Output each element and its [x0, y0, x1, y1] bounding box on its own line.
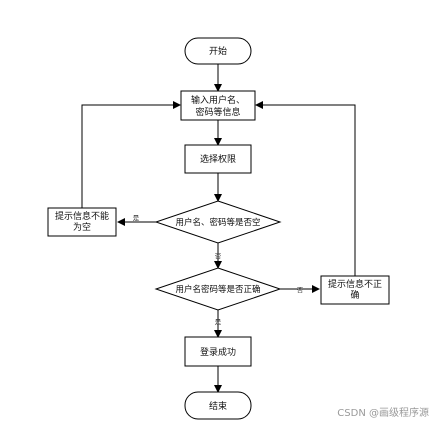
- empty-msg-box: [47, 207, 117, 237]
- check-empty-label: 用户名、密码等是否空: [175, 217, 260, 228]
- yes-label-empty: 是: [133, 214, 140, 222]
- watermark: CSDN @画级程序源: [337, 408, 429, 419]
- wrong-msg-box: [320, 275, 390, 305]
- login-ok-label: 登录成功: [200, 346, 236, 358]
- select-role-label: 选择权限: [200, 153, 236, 165]
- empty-msg-line1: 提示信息不能: [55, 210, 109, 222]
- end-terminal: [184, 391, 252, 420]
- end-label: 结束: [209, 400, 227, 412]
- input-label-line2: 密码等信息: [195, 106, 240, 118]
- no-label-correct: 否: [297, 286, 304, 294]
- check-empty-diamond: [154, 200, 282, 244]
- edge-empty-msg-loop: [81, 101, 181, 208]
- check-correct-label: 用户名密码等是否正确: [175, 284, 260, 295]
- shapes: [47, 37, 390, 420]
- empty-msg-line2: 为空: [73, 221, 91, 233]
- edge-wrong-msg-loop: [255, 101, 356, 276]
- connectors: [81, 64, 356, 393]
- start-terminal: [184, 37, 252, 65]
- no-label-empty: 否: [215, 252, 222, 260]
- check-correct-diamond: [154, 267, 282, 311]
- yes-label-correct: 是: [215, 318, 222, 326]
- wrong-msg-line2: 确: [350, 289, 359, 301]
- input-box: [180, 90, 256, 121]
- labels: 开始 输入用户名、 密码等信息 选择权限 用户名、密码等是否空 提示信息不能 为…: [55, 45, 382, 412]
- start-label: 开始: [209, 45, 227, 57]
- login-ok-box: [184, 336, 252, 367]
- select-role-box: [184, 144, 252, 174]
- wrong-msg-line1: 提示信息不正: [328, 278, 382, 290]
- input-label-line1: 输入用户名、: [191, 94, 245, 106]
